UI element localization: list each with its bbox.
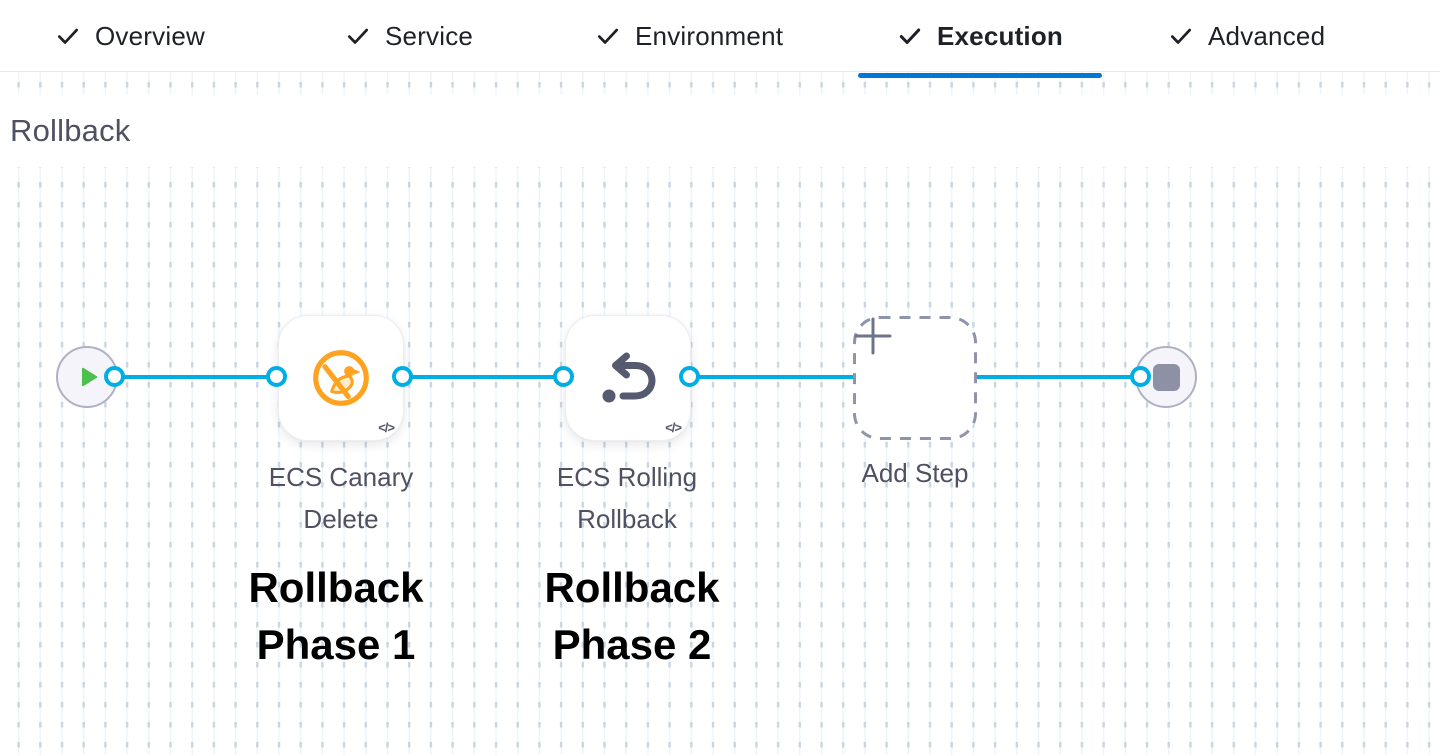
annotation-rollback-phase-2: Rollback Phase 2 [544, 564, 720, 669]
check-icon [1168, 23, 1194, 49]
connector-port[interactable] [392, 366, 413, 387]
add-step-button[interactable] [852, 315, 978, 441]
add-step-label[interactable]: Add Step [861, 458, 969, 488]
connector-port[interactable] [104, 366, 125, 387]
section-header: Rollback [0, 95, 1440, 167]
tab-execution[interactable]: Execution [858, 0, 1102, 78]
connector-port[interactable] [1130, 366, 1151, 387]
section-title: Rollback [10, 113, 131, 148]
check-icon [55, 23, 81, 49]
connector-link [403, 375, 564, 379]
check-icon [595, 23, 621, 49]
play-icon [76, 364, 102, 390]
tab-label: Service [385, 20, 474, 51]
stop-icon [1152, 363, 1180, 391]
grid-background [0, 72, 1440, 755]
step-name-label[interactable]: ECS Canary Delete [268, 462, 414, 535]
dashed-border [853, 316, 977, 440]
stage-tabbar: Overview Service Environment Execution A… [0, 0, 1440, 78]
connector-link [115, 375, 277, 379]
ecs-rolling-rollback-icon [592, 342, 664, 414]
step-ecs-canary-delete[interactable]: </> [278, 315, 404, 441]
step-ecs-rolling-rollback[interactable]: </> [565, 315, 691, 441]
execution-canvas[interactable]: Rollback </> [0, 72, 1440, 755]
connector-link [690, 375, 854, 379]
tab-service[interactable]: Service [345, 0, 473, 72]
tab-label: Execution [936, 20, 1064, 51]
check-icon [345, 23, 371, 49]
connector-port[interactable] [553, 366, 574, 387]
annotation-rollback-phase-1: Rollback Phase 1 [248, 564, 424, 669]
plus-icon [852, 315, 978, 441]
step-name-label[interactable]: ECS Rolling Rollback [556, 462, 698, 535]
code-icon[interactable]: </> [665, 420, 682, 435]
tab-label: Advanced [1208, 20, 1326, 51]
connector-port[interactable] [679, 366, 700, 387]
tab-advanced[interactable]: Advanced [1168, 0, 1325, 72]
tab-environment[interactable]: Environment [595, 0, 783, 72]
tab-label: Overview [95, 20, 205, 51]
connector-port[interactable] [266, 366, 287, 387]
tab-label: Environment [635, 20, 784, 51]
code-icon[interactable]: </> [378, 420, 395, 435]
tab-overview[interactable]: Overview [55, 0, 205, 72]
ecs-canary-delete-icon [308, 345, 374, 411]
check-icon [897, 23, 923, 49]
connector-link [976, 375, 1141, 379]
